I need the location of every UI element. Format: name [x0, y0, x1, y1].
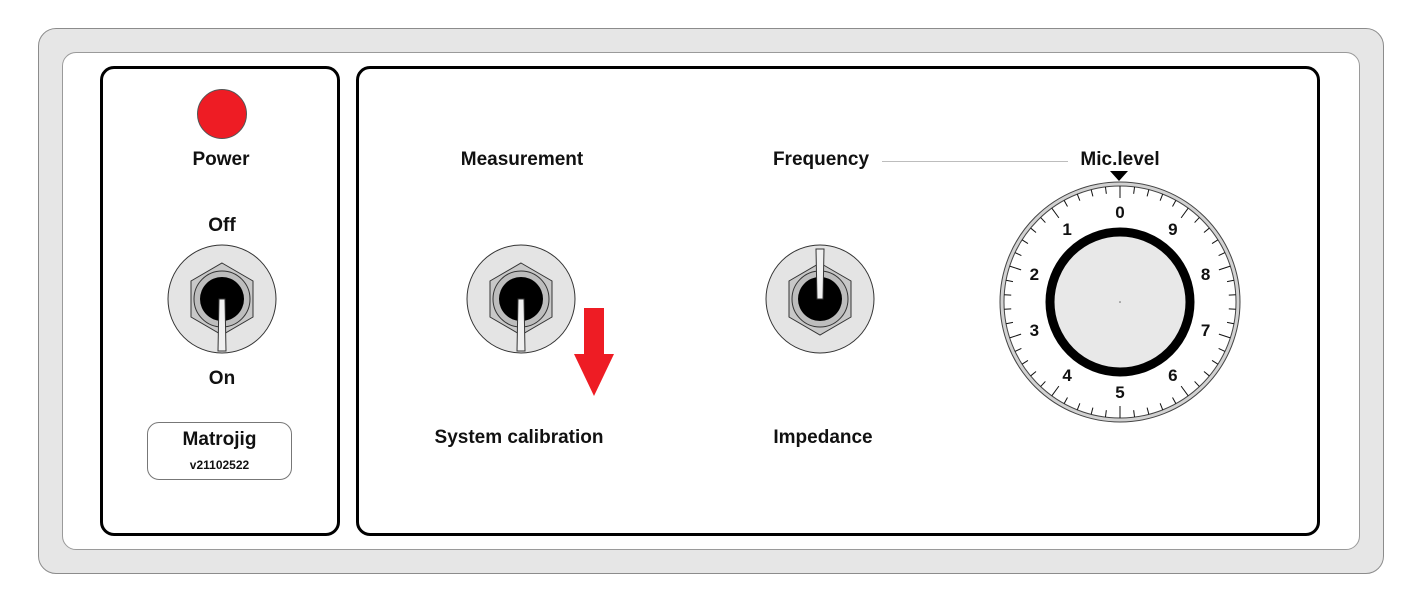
dial-tick: [1226, 321, 1235, 325]
brand-version: v21102522: [189, 458, 250, 472]
dial-tick: [1172, 200, 1177, 207]
dial-tick: [1104, 186, 1107, 194]
frequency-label: Frequency: [772, 149, 870, 170]
dial-tick: [1063, 397, 1068, 404]
toggle-switch-up-icon: [765, 244, 875, 354]
dial-tick: [1180, 385, 1189, 397]
dial-tick: [1040, 217, 1046, 223]
dial-number-2: 2: [1030, 265, 1039, 284]
signal-toggle-switch[interactable]: [764, 243, 876, 355]
dial-tick: [1005, 279, 1014, 283]
dial-tick: [1030, 371, 1037, 377]
dial-number-6: 6: [1168, 366, 1177, 385]
dial-number-1: 1: [1062, 220, 1071, 239]
dial-tick: [1009, 265, 1022, 271]
dial-tick: [1211, 239, 1219, 245]
dial-tick: [1218, 265, 1231, 271]
dial-tick: [1218, 333, 1231, 339]
dial-tick: [1014, 252, 1022, 257]
dial-number-4: 4: [1062, 366, 1072, 385]
dial-tick: [1076, 403, 1081, 411]
mic-level-dial[interactable]: 0 1 2 3 4 5 6 7 8 9: [998, 180, 1242, 424]
dial-tick: [1218, 347, 1226, 352]
dial-tick: [1194, 381, 1200, 387]
dial-number-0: 0: [1115, 203, 1124, 222]
dial-tick: [1030, 227, 1037, 233]
mode-toggle-switch[interactable]: [465, 243, 577, 355]
triangle-pointer-icon: [1110, 171, 1128, 181]
dial-tick: [1051, 207, 1060, 219]
frequency-connector-line: [882, 161, 1068, 162]
dial-tick: [1203, 371, 1210, 377]
toggle-switch-down-icon: [466, 244, 576, 354]
dial-tick: [1172, 397, 1177, 404]
dial-tick: [1090, 189, 1094, 197]
dial-tick: [1203, 227, 1210, 233]
impedance-label: Impedance: [773, 427, 873, 448]
dial-number-7: 7: [1201, 321, 1210, 340]
dial-number-3: 3: [1030, 321, 1039, 340]
dial-tick: [1021, 359, 1029, 365]
power-off-label: Off: [208, 215, 236, 236]
dial-tick: [1021, 239, 1029, 245]
dial-tick: [1051, 385, 1060, 397]
measurement-label: Measurement: [460, 149, 584, 170]
dial-number-9: 9: [1168, 220, 1177, 239]
power-led: [197, 89, 247, 139]
dial-tick: [1194, 217, 1200, 223]
brand-name: Matrojig: [182, 429, 257, 450]
dial-number-5: 5: [1115, 383, 1124, 402]
dial-center-dot: [1119, 301, 1121, 303]
dial-tick: [1180, 207, 1189, 219]
dial-tick: [1040, 381, 1046, 387]
dial-tick: [1133, 186, 1136, 194]
dial-tick: [1218, 252, 1226, 257]
dial-tick: [1063, 200, 1068, 207]
dial-tick: [1146, 407, 1150, 415]
toggle-switch-down-icon: [167, 244, 277, 354]
dial-tick: [1133, 410, 1136, 418]
dial-tick: [1159, 193, 1164, 201]
mic-level-label: Mic.level: [1080, 149, 1160, 170]
red-down-arrow-icon: [574, 308, 614, 396]
brand-plate: Matrojig v21102522: [147, 422, 292, 480]
dial-number-8: 8: [1201, 265, 1210, 284]
dial-tick: [1104, 410, 1107, 418]
dial-tick: [1146, 189, 1150, 197]
power-toggle-switch[interactable]: [166, 243, 278, 355]
system-calibration-label: System calibration: [434, 427, 604, 448]
dial-tick: [1159, 403, 1164, 411]
power-on-label: On: [208, 368, 236, 389]
dial-tick: [1009, 333, 1022, 339]
dial-tick: [1014, 347, 1022, 352]
dial-tick: [1076, 193, 1081, 201]
dial-tick: [1226, 279, 1235, 283]
dial-tick: [1090, 407, 1094, 415]
dial-tick: [1005, 321, 1014, 325]
dial-tick: [1211, 359, 1219, 365]
power-label: Power: [192, 149, 250, 170]
